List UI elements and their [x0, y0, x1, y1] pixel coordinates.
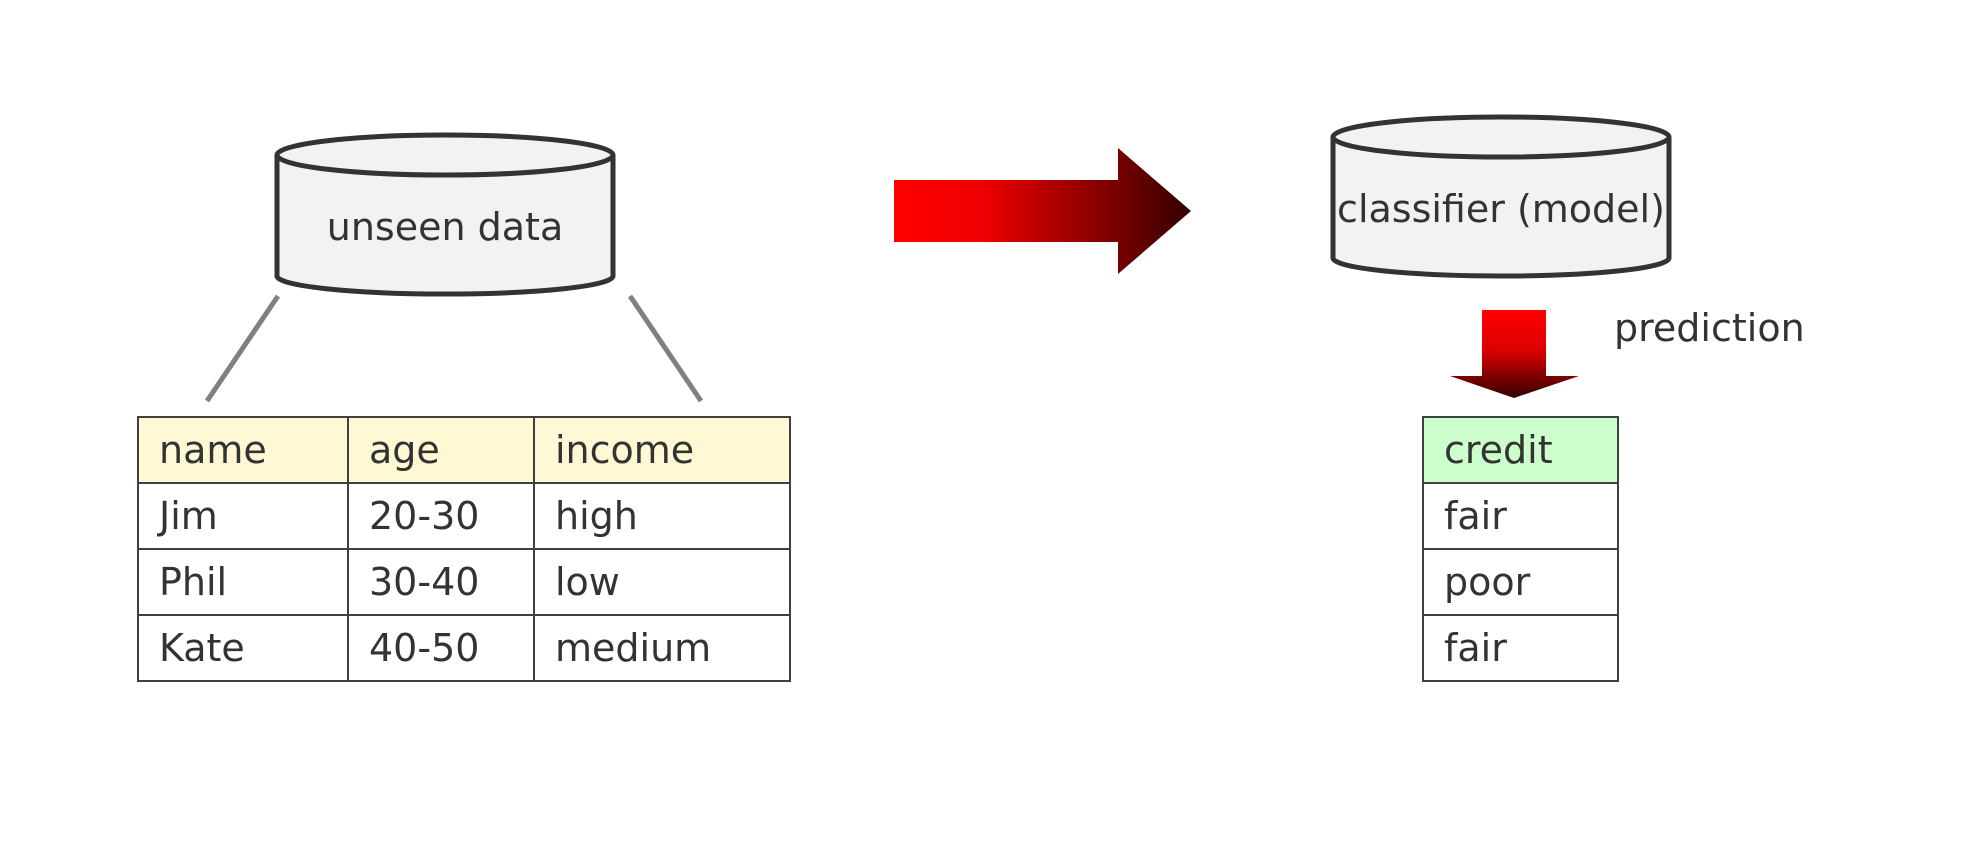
table-cell: poor: [1422, 548, 1619, 616]
table-cell: fair: [1422, 482, 1619, 550]
unseen-data-cylinder: unseen data: [274, 132, 616, 297]
table-header-row: credit: [1422, 416, 1619, 484]
table-cell: Kate: [137, 614, 349, 682]
table-cell: 20-30: [347, 482, 535, 550]
table-row: poor: [1422, 548, 1619, 616]
prediction-label: prediction: [1614, 306, 1805, 350]
column-header-age: age: [347, 416, 535, 484]
table-row: Jim 20-30 high: [137, 482, 791, 550]
prediction-arrow: [1450, 310, 1579, 398]
column-header-name: name: [137, 416, 349, 484]
table-row: Kate 40-50 medium: [137, 614, 791, 682]
column-header-income: income: [533, 416, 791, 484]
table-row: fair: [1422, 482, 1619, 550]
unseen-data-label: unseen data: [327, 205, 563, 249]
classifier-label: classifier (model): [1337, 187, 1665, 231]
classifier-cylinder: classifier (model): [1330, 114, 1672, 279]
unseen-data-table: name age income Jim 20-30 high Phil 30-4…: [137, 416, 791, 682]
table-header-row: name age income: [137, 416, 791, 484]
table-cell: high: [533, 482, 791, 550]
table-cell: low: [533, 548, 791, 616]
connector-line-left: [204, 294, 281, 403]
table-cell: 30-40: [347, 548, 535, 616]
table-row: Phil 30-40 low: [137, 548, 791, 616]
table-cell: 40-50: [347, 614, 535, 682]
prediction-table: credit fair poor fair: [1422, 416, 1619, 682]
table-cell: Phil: [137, 548, 349, 616]
table-cell: fair: [1422, 614, 1619, 682]
table-row: fair: [1422, 614, 1619, 682]
column-header-credit: credit: [1422, 416, 1619, 484]
table-cell: medium: [533, 614, 791, 682]
right-arrow: [894, 148, 1191, 274]
connector-line-right: [627, 294, 704, 403]
table-cell: Jim: [137, 482, 349, 550]
